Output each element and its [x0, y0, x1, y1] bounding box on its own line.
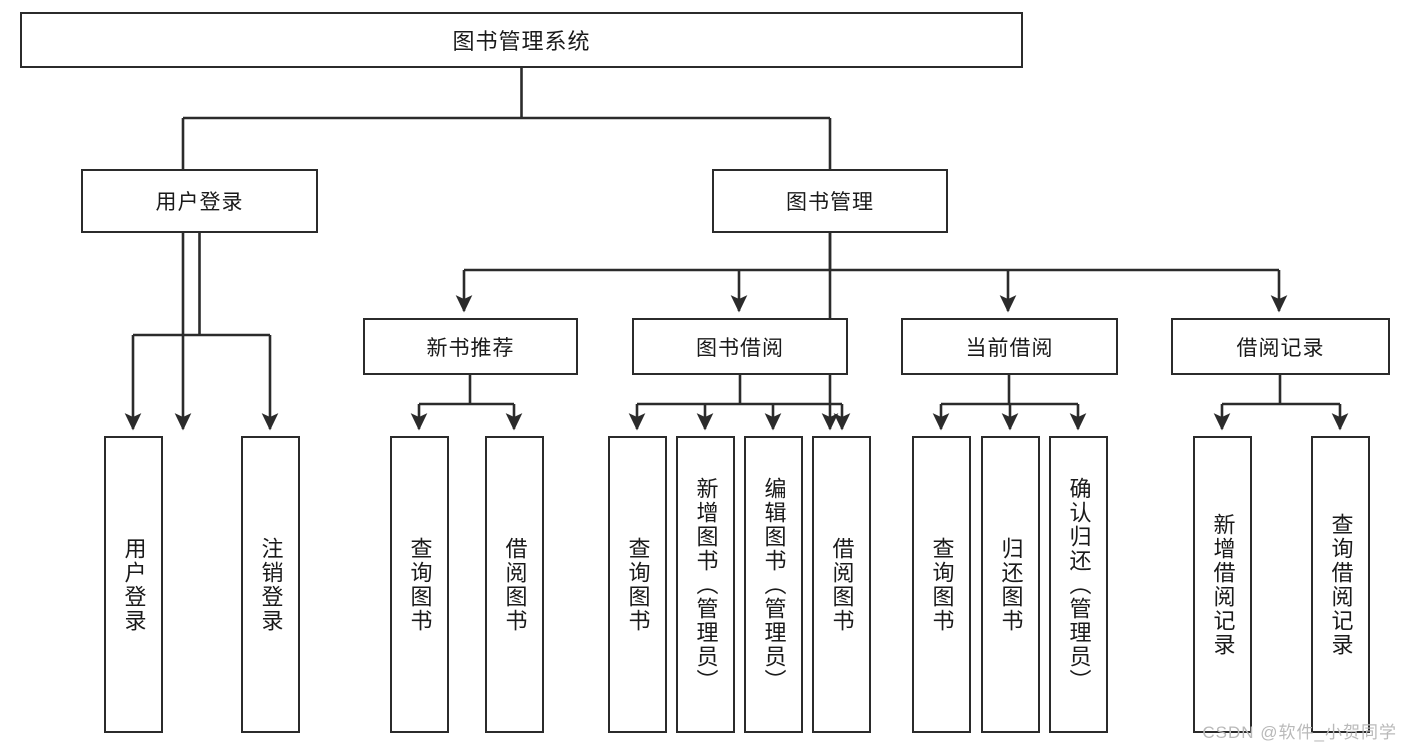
node-label: 查询图书	[929, 536, 955, 633]
node-label: 新增借阅记录	[1210, 512, 1236, 657]
node-borrow-record[interactable]: 借阅记录	[1171, 318, 1390, 375]
node-label: 编辑图书（管理员）	[761, 476, 787, 693]
node-label: 归还图书	[998, 536, 1024, 633]
node-label: 注销登录	[258, 536, 284, 633]
leaf-record-add-borrow-record[interactable]: 新增借阅记录	[1193, 436, 1252, 733]
leaf-borrow-add-book-admin[interactable]: 新增图书（管理员）	[676, 436, 735, 733]
node-root-system[interactable]: 图书管理系统	[20, 12, 1023, 68]
node-label: 用户登录	[155, 191, 244, 214]
leaf-borrow-query-book[interactable]: 查询图书	[608, 436, 667, 733]
node-label: 图书借阅	[696, 336, 784, 360]
node-book-borrow[interactable]: 图书借阅	[632, 318, 848, 375]
node-label: 查询借阅记录	[1328, 512, 1354, 657]
leaf-user-login[interactable]: 用户登录	[104, 436, 163, 733]
leaf-logout[interactable]: 注销登录	[241, 436, 300, 733]
node-label: 用户登录	[121, 536, 147, 633]
node-label: 查询图书	[407, 536, 433, 633]
node-book-management[interactable]: 图书管理	[712, 169, 948, 233]
node-label: 查询图书	[625, 536, 651, 633]
watermark: CSDN @软件_小贺同学	[1202, 723, 1397, 742]
node-label: 当前借阅	[965, 336, 1054, 360]
node-label: 借阅记录	[1236, 336, 1325, 360]
node-label: 图书管理系统	[452, 29, 591, 54]
node-current-borrow[interactable]: 当前借阅	[901, 318, 1118, 375]
node-label: 借阅图书	[829, 536, 855, 633]
leaf-current-query-book[interactable]: 查询图书	[912, 436, 971, 733]
node-label: 新增图书（管理员）	[693, 476, 719, 693]
leaf-record-query-borrow-record[interactable]: 查询借阅记录	[1311, 436, 1370, 733]
leaf-newbook-borrow-book[interactable]: 借阅图书	[485, 436, 544, 733]
leaf-newbook-query-book[interactable]: 查询图书	[390, 436, 449, 733]
leaf-borrow-edit-book-admin[interactable]: 编辑图书（管理员）	[744, 436, 803, 733]
leaf-current-return-book[interactable]: 归还图书	[981, 436, 1040, 733]
node-label: 确认归还（管理员）	[1066, 476, 1092, 693]
node-new-book-recommend[interactable]: 新书推荐	[363, 318, 578, 375]
leaf-current-confirm-return-admin[interactable]: 确认归还（管理员）	[1049, 436, 1108, 733]
node-label: 借阅图书	[502, 536, 528, 633]
leaf-borrow-borrow-book[interactable]: 借阅图书	[812, 436, 871, 733]
node-user-login[interactable]: 用户登录	[81, 169, 318, 233]
node-label: 图书管理	[786, 191, 874, 214]
node-label: 新书推荐	[426, 336, 515, 360]
